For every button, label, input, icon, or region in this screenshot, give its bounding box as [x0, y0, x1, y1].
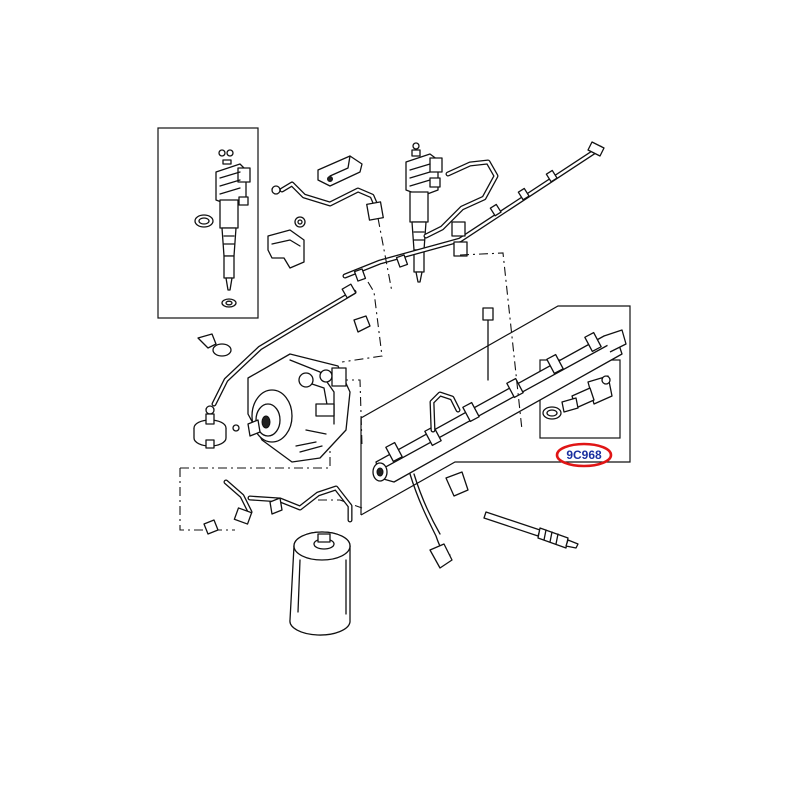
rail-injector-pipe: [429, 391, 461, 433]
pipe-union-nuts: [366, 201, 468, 257]
injector-clamp-bracket: [267, 185, 306, 269]
fuel-injector: [405, 142, 443, 283]
pipe-sleeve: [317, 155, 363, 187]
injector-inset-box: [157, 127, 259, 319]
common-fuel-rail: [372, 307, 627, 483]
fuel-inlet-fitting: [193, 405, 240, 449]
hose-clips: [197, 315, 371, 535]
part-number-label: 9C968: [566, 448, 602, 462]
low-pressure-fuel-pipes: [223, 479, 353, 525]
inset-fuel-injector: [194, 149, 251, 308]
part-number-highlight: [555, 442, 613, 468]
rail-sensor-harness: [409, 471, 469, 569]
return-hose: [211, 283, 357, 407]
glow-plug: [483, 511, 579, 549]
part-number-callout: 9C968: [555, 442, 613, 468]
high-pressure-fuel-pump: [247, 353, 351, 463]
pressure-sensor-box: [539, 359, 621, 439]
fuel-filter: [289, 531, 351, 636]
fuel-return-pipes: [279, 141, 605, 282]
